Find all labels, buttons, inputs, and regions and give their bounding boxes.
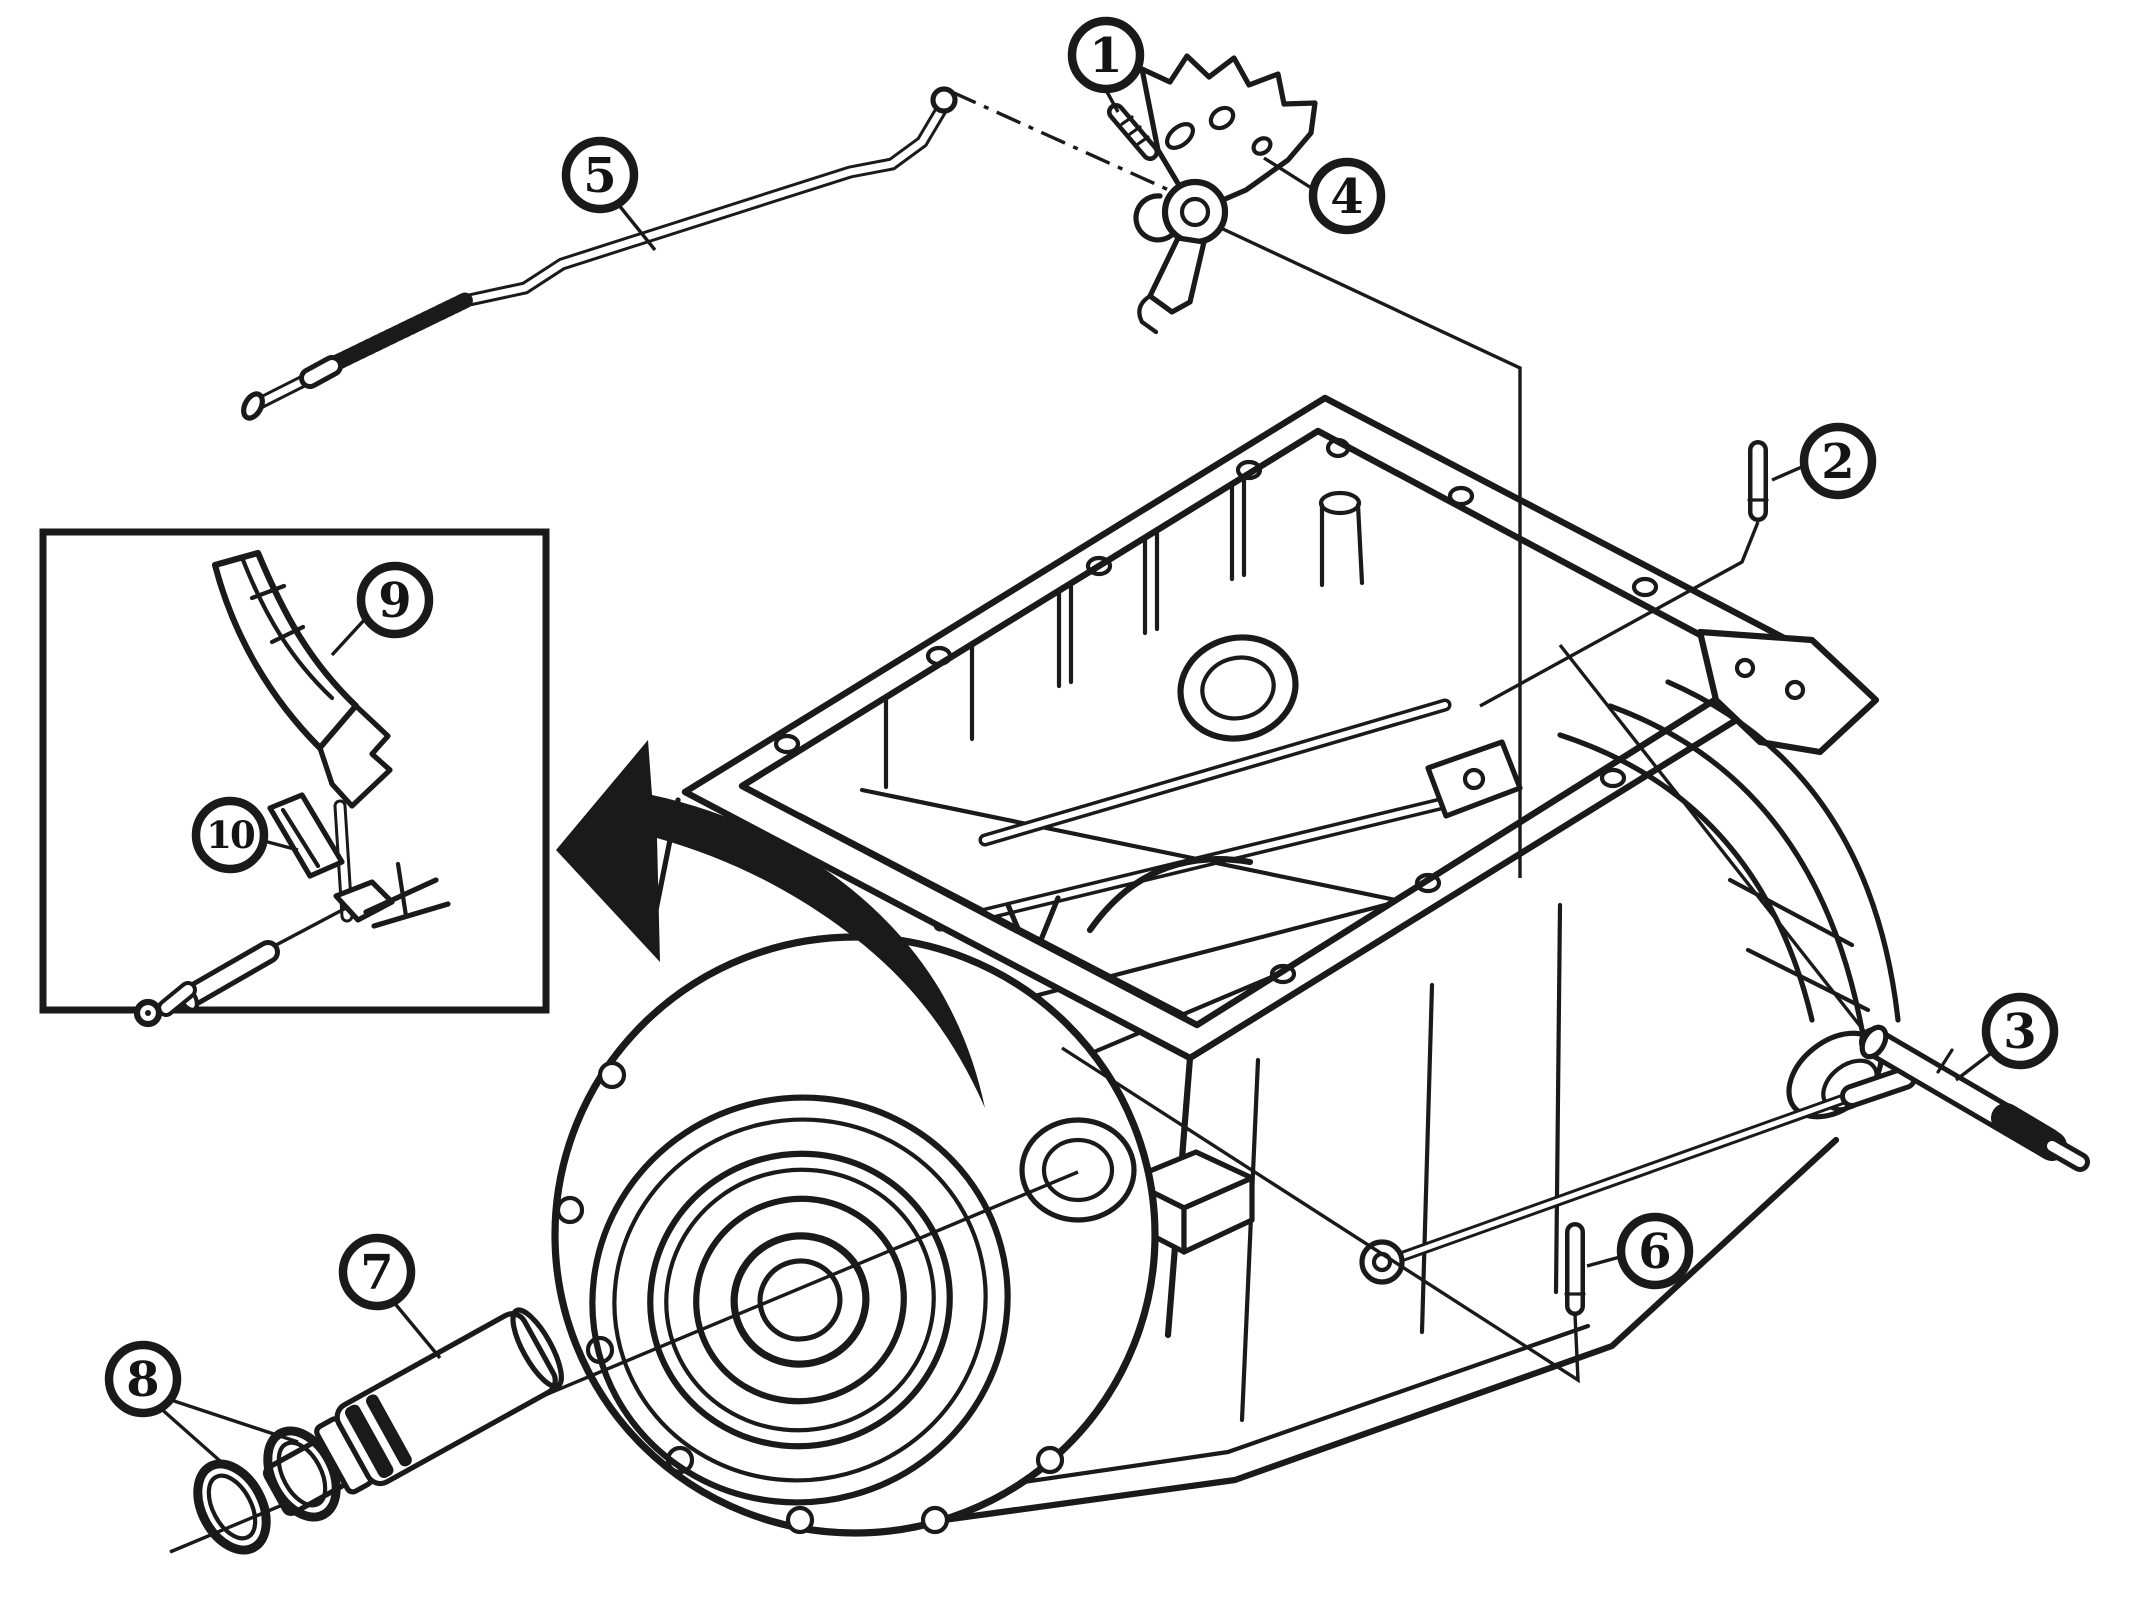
callout-3: 3 bbox=[1981, 992, 2059, 1070]
callout-6: 6 bbox=[1616, 1212, 1694, 1290]
housing-top-flange bbox=[681, 394, 1834, 1062]
rod-eye bbox=[930, 86, 958, 114]
housing-interior-mechanism bbox=[797, 477, 1523, 1063]
part-detent-sector-gear bbox=[1133, 53, 1318, 335]
inset-detail-box bbox=[39, 528, 550, 1028]
callout-10-label: 10 bbox=[206, 813, 255, 857]
leader-shaft3-to-case bbox=[1558, 643, 1870, 1038]
part-parking-lever bbox=[211, 549, 393, 809]
callout-4: 4 bbox=[1308, 157, 1386, 235]
leader-detent-to-case bbox=[1207, 220, 1522, 878]
callout-1-label: 1 bbox=[1089, 28, 1122, 84]
centerline-rod-to-detent bbox=[951, 90, 1183, 198]
detent-arm bbox=[1147, 235, 1207, 315]
rod-knurl bbox=[330, 292, 474, 370]
transmission-housing bbox=[551, 394, 1917, 1537]
callout-leaders bbox=[156, 89, 1992, 1470]
callout-8: 8 bbox=[104, 1340, 182, 1418]
callout-6-label: 6 bbox=[1638, 1224, 1671, 1280]
callout-2: 2 bbox=[1799, 422, 1877, 500]
callout-8-label: 8 bbox=[126, 1352, 159, 1408]
leader-pin6-to-case bbox=[1061, 1046, 1580, 1384]
part-detent-pin bbox=[1107, 103, 1159, 161]
callout-5-label: 5 bbox=[583, 148, 616, 204]
part-roll-pin-upper bbox=[1747, 440, 1769, 522]
callout-10: 10 bbox=[191, 796, 269, 874]
part-guide-channel bbox=[267, 792, 345, 879]
part-roll-pin-lower bbox=[1564, 1222, 1586, 1316]
part-pawl-pin bbox=[133, 906, 347, 1028]
part-detent-plug bbox=[262, 1307, 564, 1517]
callout-9-label: 9 bbox=[378, 573, 411, 629]
callout-4-label: 4 bbox=[1330, 169, 1363, 225]
callout-7-label: 7 bbox=[360, 1245, 393, 1301]
front-bore-boss bbox=[1019, 1117, 1137, 1223]
leader-pin2-to-case bbox=[1479, 521, 1760, 708]
removal-direction-arrow bbox=[556, 740, 985, 1108]
tail-housing bbox=[1359, 628, 1917, 1285]
flange-bolt-holes bbox=[773, 437, 1659, 985]
callout-1: 1 bbox=[1067, 16, 1145, 94]
part-shaft bbox=[1859, 1024, 2090, 1172]
callout-3-label: 3 bbox=[2003, 1004, 2036, 1060]
shaft-dark-band bbox=[1991, 1103, 2063, 1158]
callout-2-label: 2 bbox=[1821, 434, 1854, 490]
front-bell-face bbox=[551, 933, 1159, 1537]
callout-7: 7 bbox=[338, 1233, 416, 1311]
part-shift-rod bbox=[241, 86, 958, 421]
callout-5: 5 bbox=[561, 136, 639, 214]
callout-9: 9 bbox=[356, 561, 434, 639]
part-o-rings bbox=[193, 1426, 341, 1555]
